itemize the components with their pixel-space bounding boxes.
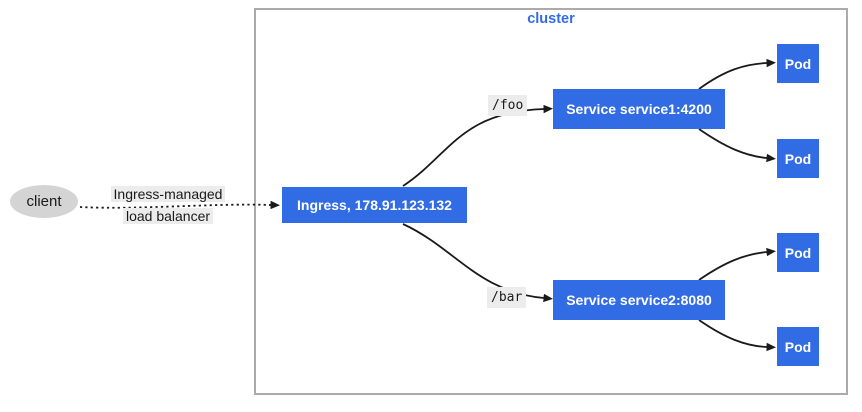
service1-node: Service service1:4200 [553,89,725,129]
pod-node: Pod [777,327,819,366]
load-balancer-label-line2: load balancer [122,208,214,224]
edge-service2-to-pod4 [698,319,776,352]
service2-node: Service service2:8080 [553,280,725,320]
cluster-label: cluster [527,11,575,27]
edge-service1-to-pod2 [698,128,776,163]
client-label: client [26,193,62,210]
edge-ingress-to-service1 [402,104,553,187]
edge-label-foo: /foo [488,95,528,116]
pod-node: Pod [777,233,819,272]
edge-service2-to-pod3 [698,247,776,281]
client-node: client [10,185,78,218]
pod-node: Pod [777,139,819,178]
edge-service1-to-pod1 [698,58,776,90]
ingress-node: Ingress, 178.91.123.132 [282,187,467,223]
load-balancer-label-line1: Ingress-managed [110,186,226,202]
edge-label-bar: /bar [487,287,527,308]
edge-client-to-ingress [79,200,280,210]
load-balancer-label: Ingress-managed load balancer [104,183,232,227]
pod-node: Pod [777,44,819,83]
